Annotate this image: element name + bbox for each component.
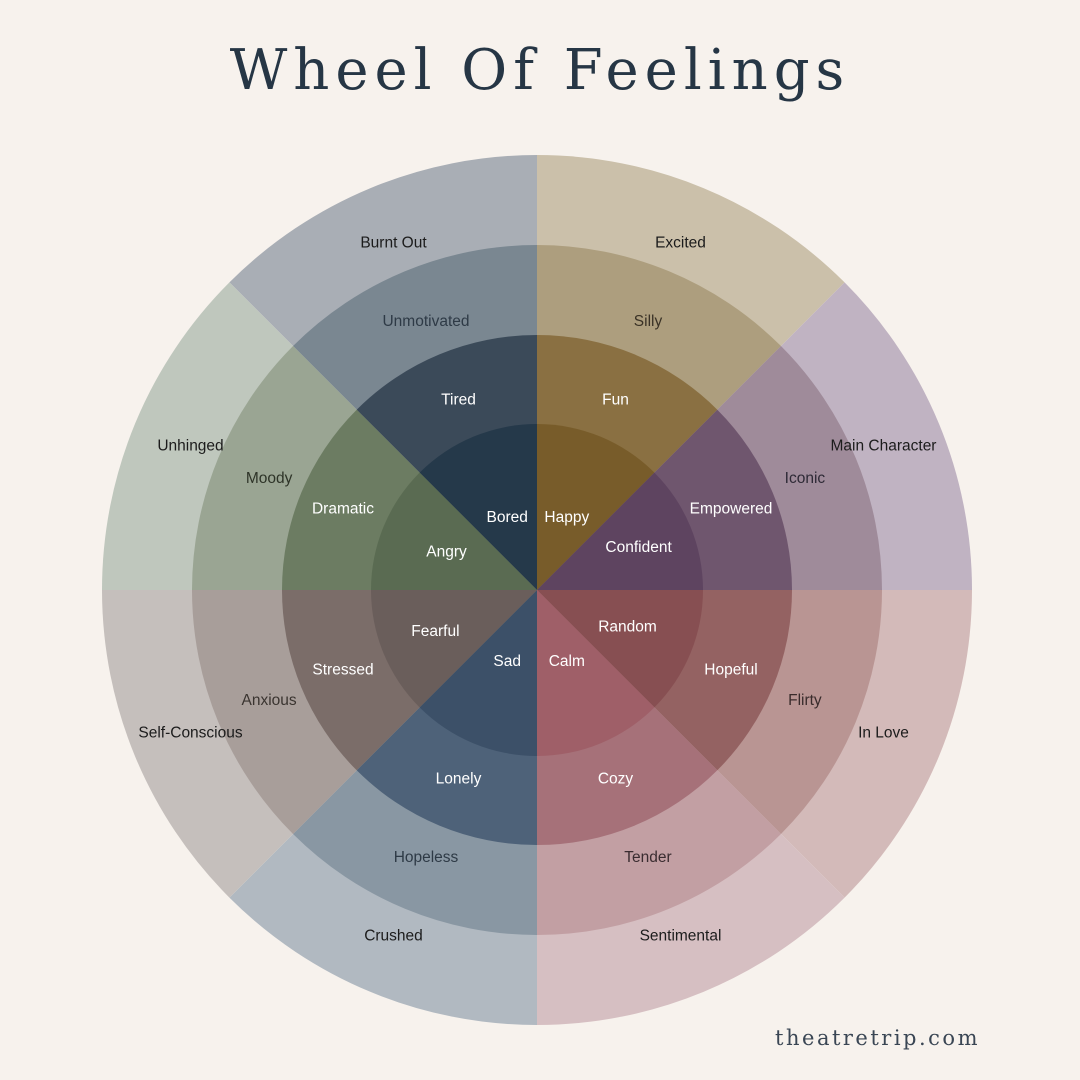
- wheel-label-outer-middle-0: Unmotivated: [382, 313, 469, 330]
- wheel-label-middle-2: Empowered: [690, 501, 773, 518]
- wheel-label-outer-middle-7: Moody: [246, 470, 293, 487]
- wheel-label-outer-2: Main Character: [831, 438, 937, 455]
- wheel-label-core-7: Angry: [426, 544, 467, 561]
- wheel-label-outer-7: Unhinged: [157, 438, 223, 455]
- page-title: Wheel Of Feelings: [229, 38, 851, 103]
- wheel-label-core-6: Fearful: [411, 623, 459, 640]
- wheel-label-outer-6: Self-Conscious: [138, 725, 242, 742]
- wheel-segment-core-3: [537, 590, 703, 708]
- wheel-label-outer-3: In Love: [858, 725, 909, 742]
- footer-url: theatretrip.com: [775, 1026, 980, 1050]
- wheel-label-middle-5: Lonely: [436, 770, 482, 787]
- wheel-label-outer-1: Excited: [655, 235, 706, 252]
- wheel-label-outer-middle-2: Iconic: [785, 470, 826, 487]
- wheel-label-middle-6: Stressed: [312, 661, 373, 678]
- wheel-label-middle-0: Tired: [441, 392, 476, 409]
- wheel-label-outer-middle-1: Silly: [634, 313, 663, 330]
- wheel-label-core-2: Confident: [605, 539, 672, 556]
- wheel-label-outer-4: Sentimental: [640, 928, 722, 945]
- wheel-label-outer-middle-6: Anxious: [242, 692, 297, 709]
- wheel-label-outer-middle-4: Tender: [624, 849, 671, 866]
- wheel-segment-core-0: [419, 424, 537, 590]
- wheel-label-outer-middle-3: Flirty: [788, 692, 822, 709]
- wheel-segment-core-2: [537, 472, 703, 590]
- wheel-segment-core-7: [371, 472, 537, 590]
- wheel-label-core-0: Bored: [487, 509, 528, 526]
- wheel-label-core-5: Sad: [493, 653, 521, 670]
- wheel-segment-core-4: [537, 590, 655, 756]
- wheel-label-core-1: Happy: [544, 509, 589, 526]
- wheel-segment-core-6: [371, 590, 537, 708]
- wheel-label-outer-middle-5: Hopeless: [394, 849, 459, 866]
- wheel-label-outer-5: Crushed: [364, 928, 423, 945]
- wheel-label-middle-7: Dramatic: [312, 501, 374, 518]
- wheel-segment-core-5: [419, 590, 537, 756]
- wheel-label-middle-3: Hopeful: [704, 661, 757, 678]
- wheel-label-middle-1: Fun: [602, 392, 629, 409]
- wheel-segment-core-1: [537, 424, 655, 590]
- wheel-label-middle-4: Cozy: [598, 770, 634, 787]
- wheel-label-core-4: Calm: [549, 653, 585, 670]
- wheel-label-outer-0: Burnt Out: [360, 235, 427, 252]
- wheel-label-core-3: Random: [598, 619, 657, 636]
